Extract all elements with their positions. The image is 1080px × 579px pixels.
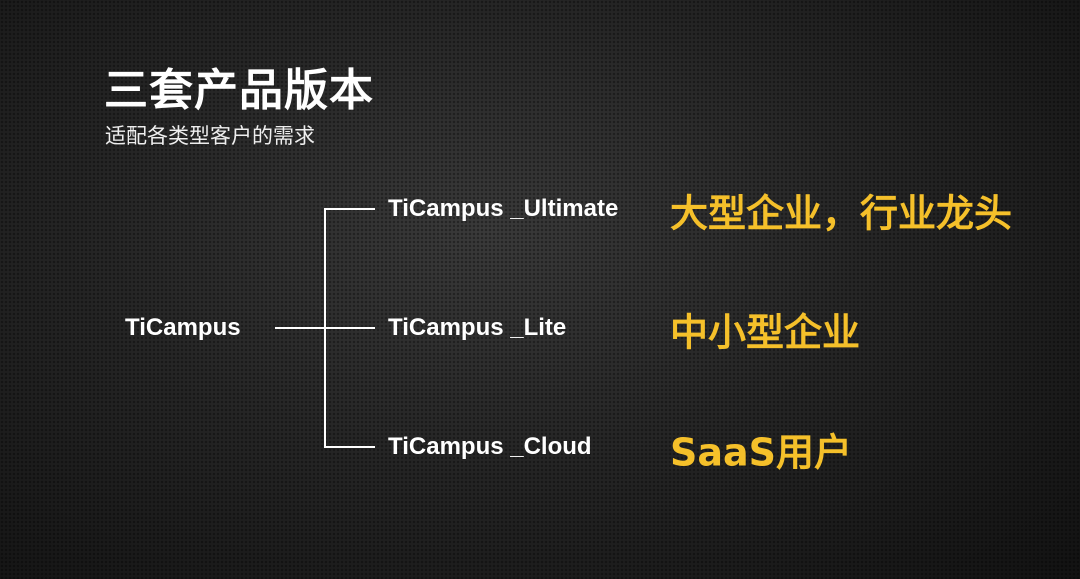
connector-lite <box>325 327 375 329</box>
page-subtitle: 适配各类型客户的需求 <box>105 124 315 148</box>
description-lite: 中小型企业 <box>670 310 861 355</box>
branch-ultimate: TiCampus _Ultimate <box>388 195 619 222</box>
connector-ultimate <box>325 208 375 210</box>
connector-cloud <box>325 446 375 448</box>
branch-lite: TiCampus _Lite <box>388 314 567 341</box>
description-ultimate: 大型企业，行业龙头 <box>670 191 1013 236</box>
branch-cloud: TiCampus _Cloud <box>388 433 592 460</box>
root-node: TiCampus <box>125 314 241 341</box>
page-title: 三套产品版本 <box>104 65 374 116</box>
connector-root <box>275 327 325 329</box>
description-cloud: SaaS用户 <box>670 430 853 475</box>
